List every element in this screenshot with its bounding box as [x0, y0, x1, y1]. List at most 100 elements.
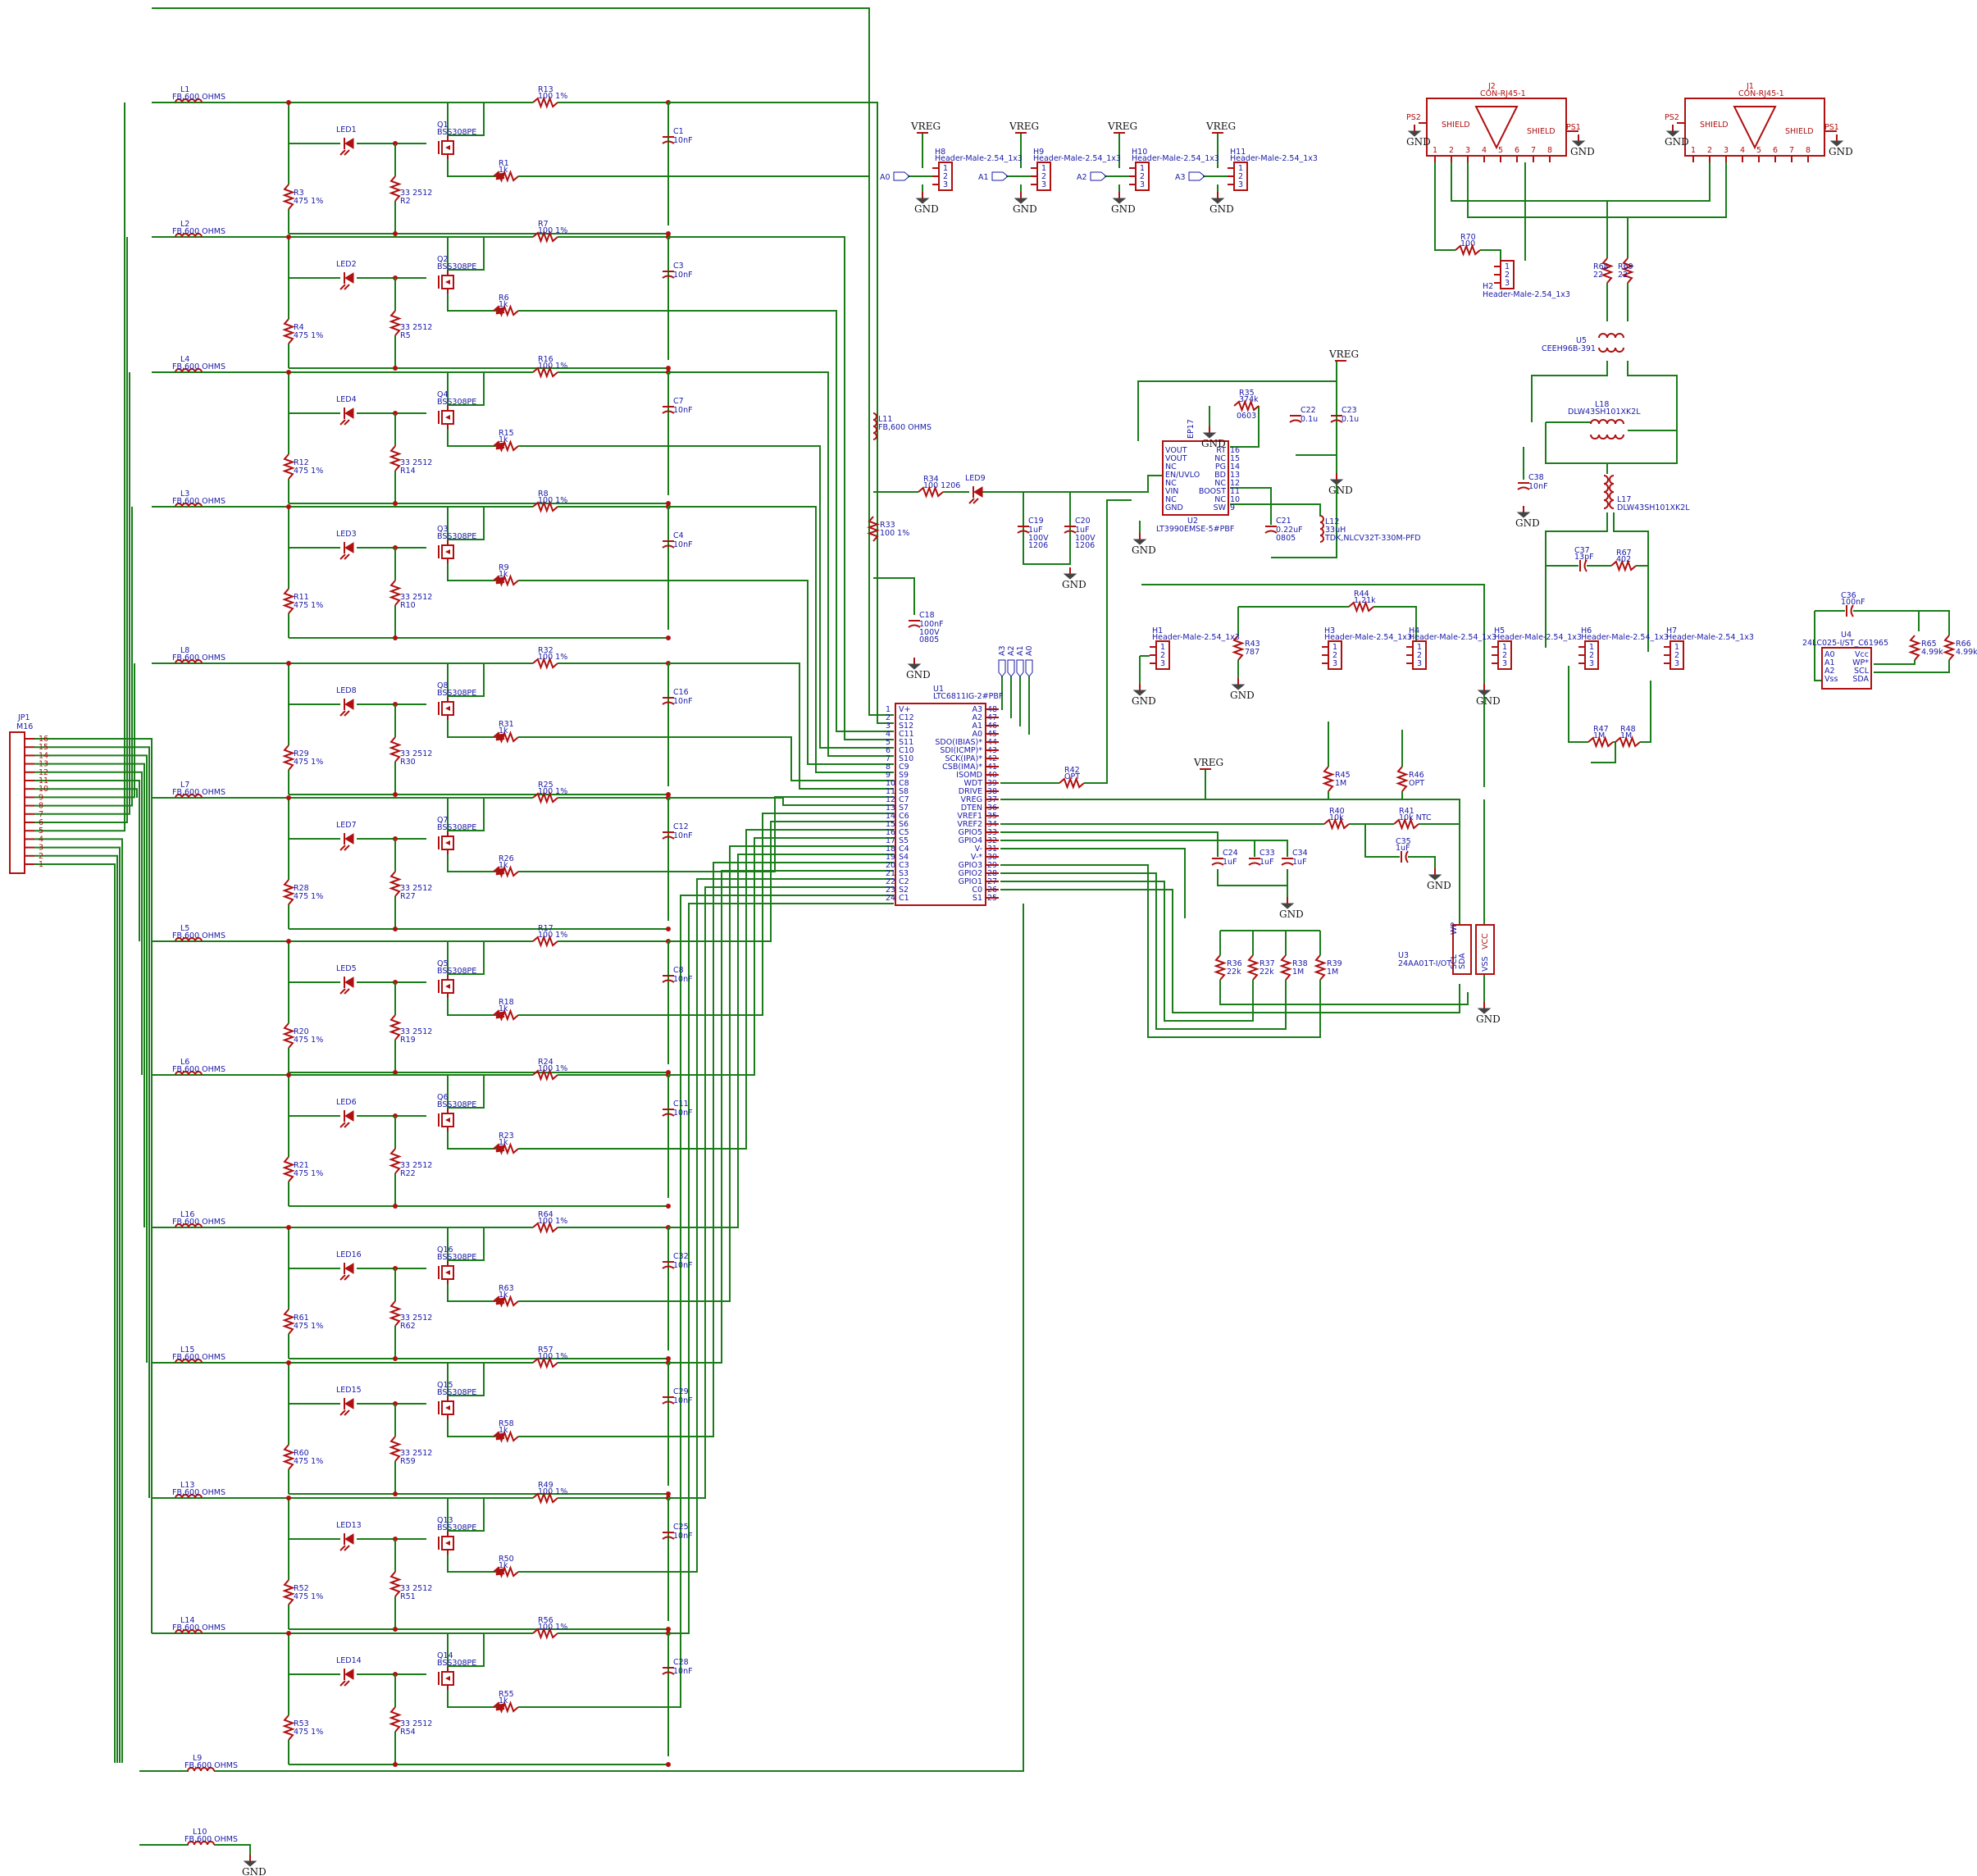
addr-header-h8-value: Header-Male-2.54_1x3: [935, 154, 1023, 163]
channel-q8-rfilter-ref: R32: [538, 646, 553, 655]
jp1-pin-3: 3: [39, 844, 43, 853]
gnd-c38-label: GND: [1515, 517, 1540, 529]
cap-c33-ref: C33: [1260, 849, 1275, 858]
channel-q8-ferrite-value: FB,600 OHMS: [172, 653, 225, 663]
u1-pin-V+: V+: [899, 705, 910, 714]
addr-header-h9-gnd: [1014, 192, 1028, 204]
channel-q14-rfilter-ref: R56: [538, 1616, 553, 1625]
u1-pin-A3: A3: [972, 705, 982, 714]
u2-pin-VOUT: VOUT: [1165, 446, 1187, 455]
config-header-h5: 123: [1492, 640, 1512, 670]
junction-dot: [393, 792, 398, 797]
resistor-r46-ref: R46: [1409, 771, 1424, 780]
addr-flag-A1: [1016, 659, 1024, 677]
r44-out: [1373, 606, 1417, 648]
channel-q7-rled-value: 475 1%: [294, 892, 323, 901]
addr-header-h11: 123: [1228, 162, 1248, 191]
u1-pin-V-*: V-*: [971, 853, 982, 862]
gnd-c23: [1329, 473, 1344, 485]
cap-c22: [1289, 415, 1302, 423]
gnd-u2: [1132, 533, 1147, 545]
rj45-j2-gnd-left: [1407, 125, 1422, 137]
cap-c34-ref: C34: [1292, 849, 1308, 858]
channel-q6-w9: [448, 1075, 485, 1109]
addr-header-h11-net: A3: [1175, 173, 1186, 182]
resistor-r66: [1943, 635, 1956, 661]
ferrite-l11-value: FB,600 OHMS: [878, 423, 932, 432]
channel-q7-led-ref: LED7: [336, 821, 357, 830]
channel-q1-cap-ref: C1: [673, 127, 684, 136]
junction-dot: [666, 1762, 671, 1767]
channel-q1-rbal: [389, 175, 402, 202]
channel-q7-w9: [448, 798, 485, 831]
resistor-r35: [1233, 399, 1260, 412]
r35-wire: [1230, 406, 1260, 448]
jp1-pin-7: 7: [39, 810, 43, 819]
channel-q5-cap-ref: C8: [673, 966, 684, 975]
junction-dot: [286, 1496, 291, 1500]
ferrite-l9-value: FB,600 OHMS: [184, 1761, 238, 1770]
u1-pinno-10: 10: [886, 779, 895, 788]
channel-q1-led-ref: LED1: [336, 125, 357, 134]
addr-flag-A0: [1025, 659, 1033, 677]
channel-q5-rled-value: 475 1%: [294, 1036, 323, 1045]
cap-c36: [1846, 604, 1854, 617]
u2-pin-BOOST: BOOST: [1199, 487, 1226, 496]
channel-q13-mosfet-ref: Q13: [437, 1516, 453, 1525]
u1-pin-C1: C1: [899, 894, 909, 903]
junction-dot: [286, 939, 291, 944]
junction-dot: [393, 1491, 398, 1496]
u1-pinno-4: 4: [886, 730, 891, 739]
channel-q3-rbal: [389, 580, 402, 606]
channel-q14-w10: [447, 1690, 500, 1708]
addr-flag-A2: [1007, 659, 1015, 677]
resistor-r36-value: 22k: [1227, 968, 1241, 977]
u1-pin-C7: C7: [899, 795, 909, 804]
u1-pin-C10: C10: [899, 746, 914, 755]
channel-q15-led-ref: LED15: [336, 1386, 362, 1395]
resistor-r65: [1908, 635, 1921, 661]
channel-q5-w9: [448, 941, 485, 975]
cap-c22-value: 0.1u: [1301, 415, 1318, 424]
rj45-j1-pin-2: 2: [1707, 146, 1712, 155]
channel-q5-rgate: [493, 1009, 519, 1022]
u3-pin-0: WP: [1450, 922, 1459, 935]
u1-pinno-14: 14: [886, 812, 895, 821]
channel-q6-cell-bus: [668, 837, 894, 1076]
h2-ref: H2: [1483, 282, 1493, 291]
resistor-r69: [1621, 257, 1634, 284]
cap-c18-value-3: 0805: [919, 635, 939, 644]
channel-q2-cap-ref: C3: [673, 262, 684, 271]
channel-q4-mosfet-value: BSS308PE: [437, 398, 476, 407]
ferrite-l9-ref: L9: [193, 1754, 202, 1763]
channel-q2-led-ref: LED2: [336, 260, 357, 269]
resistor-r35-ref: R35: [1239, 389, 1255, 398]
config-header-h4-ref: H4: [1409, 626, 1419, 635]
rj45-pair-2: [1467, 162, 1727, 218]
u2-pin-NC: NC: [1214, 454, 1226, 463]
addr-header-h11-vreg-label: VREG: [1205, 121, 1236, 132]
rj45-j2-gnd-left-label: GND: [1406, 136, 1431, 148]
config-header-h3-pin-3: 3: [1332, 659, 1337, 668]
u1-pinno-1: 1: [886, 705, 891, 714]
channel-q16-cap-value: 10nF: [673, 1261, 693, 1270]
u1-pinno-19: 19: [886, 853, 895, 862]
channel-q5-ferrite-value: FB,600 OHMS: [172, 931, 225, 940]
channel-q7-mosfet: [438, 831, 454, 854]
channel-q13-mosfet: [438, 1532, 454, 1555]
channel-q7-rbal-ref: R27: [400, 892, 416, 901]
channel-q4-rled: [282, 453, 295, 480]
gnd-h5-label: GND: [1476, 695, 1501, 707]
config-header-h7-ref: H7: [1666, 626, 1677, 635]
channel-q6-mosfet-ref: Q6: [437, 1093, 449, 1102]
channel-q2-cap-value: 10nF: [673, 271, 693, 280]
choke-l18: [1590, 419, 1624, 439]
jp1-pin-6: 6: [39, 818, 43, 827]
channel-q13-cell-bus: [668, 886, 894, 1499]
channel-q6-rbal-value: 33 2512: [400, 1161, 432, 1170]
u5-ref: U5: [1576, 336, 1587, 345]
channel-q8-cap-value: 10nF: [673, 697, 693, 706]
